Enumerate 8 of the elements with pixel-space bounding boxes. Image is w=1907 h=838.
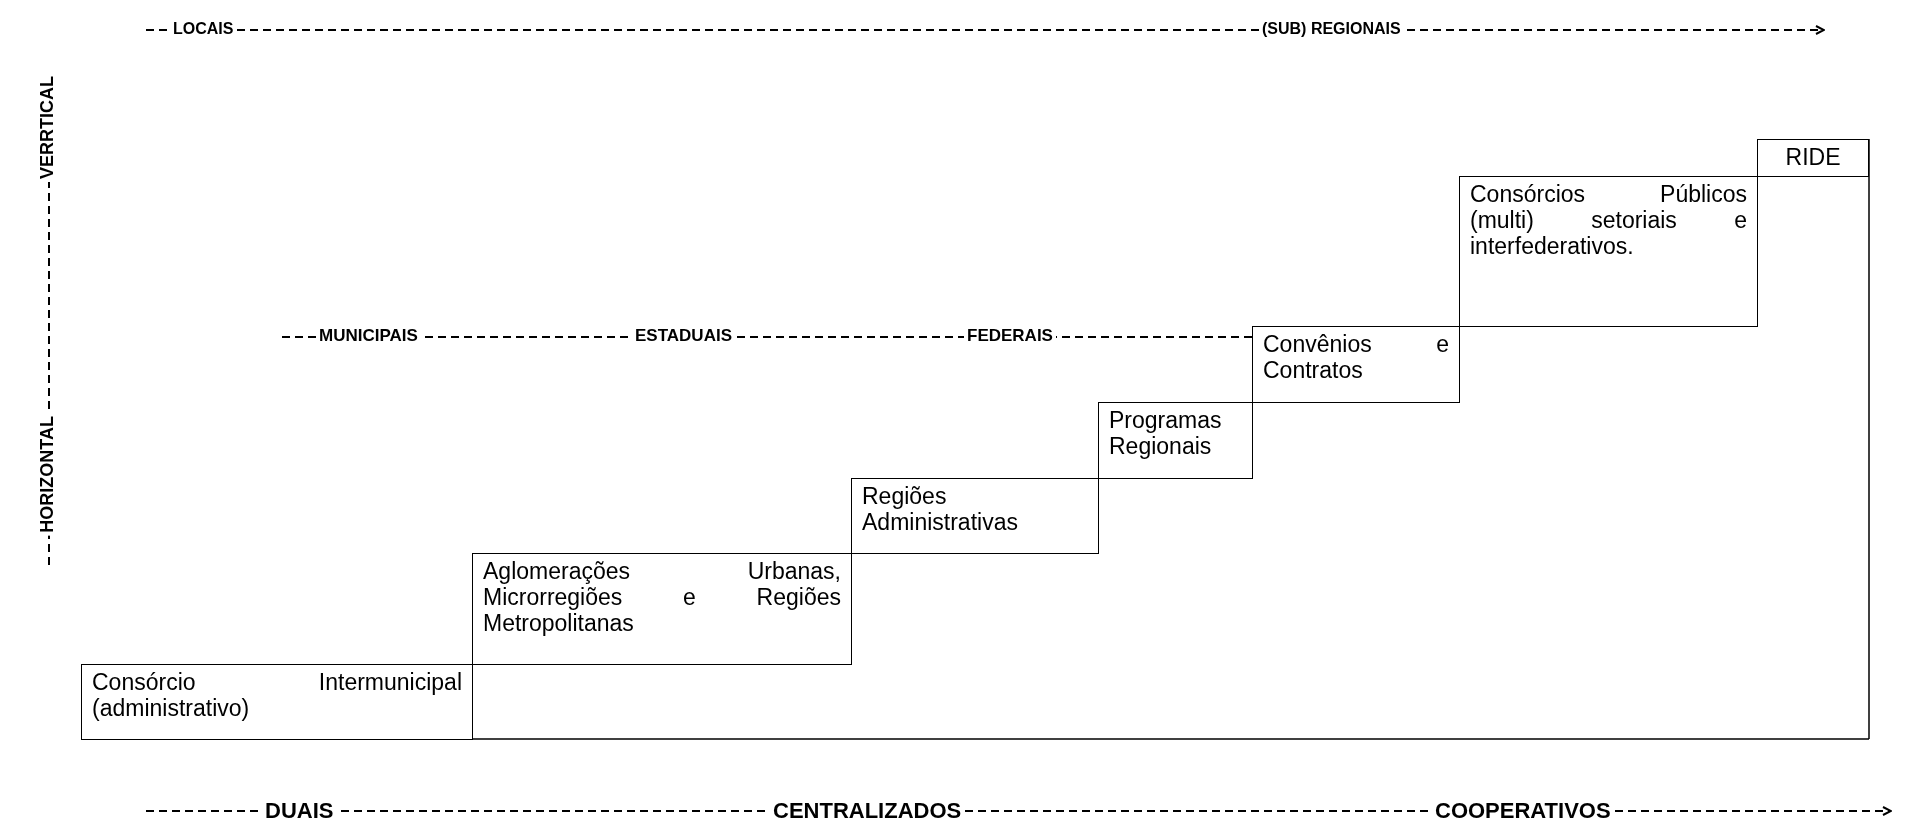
step-box: Convênios e Contratos [1252,326,1460,403]
step-box: Aglomerações Urbanas, Microrregiões e Regiões Metropolitanas [472,553,852,665]
axis-label: (SUB) REGIONAIS [1259,20,1404,38]
step-box: Programas Regionais [1098,402,1253,479]
step-box: Consórcios Públicos (multi) setoriais e interfederativos. [1459,176,1758,327]
step-box: Consórcio Intermunicipal (administrativo) [81,664,473,740]
step-box: RIDE [1757,139,1869,177]
step-box: Regiões Administrativas [851,478,1099,554]
